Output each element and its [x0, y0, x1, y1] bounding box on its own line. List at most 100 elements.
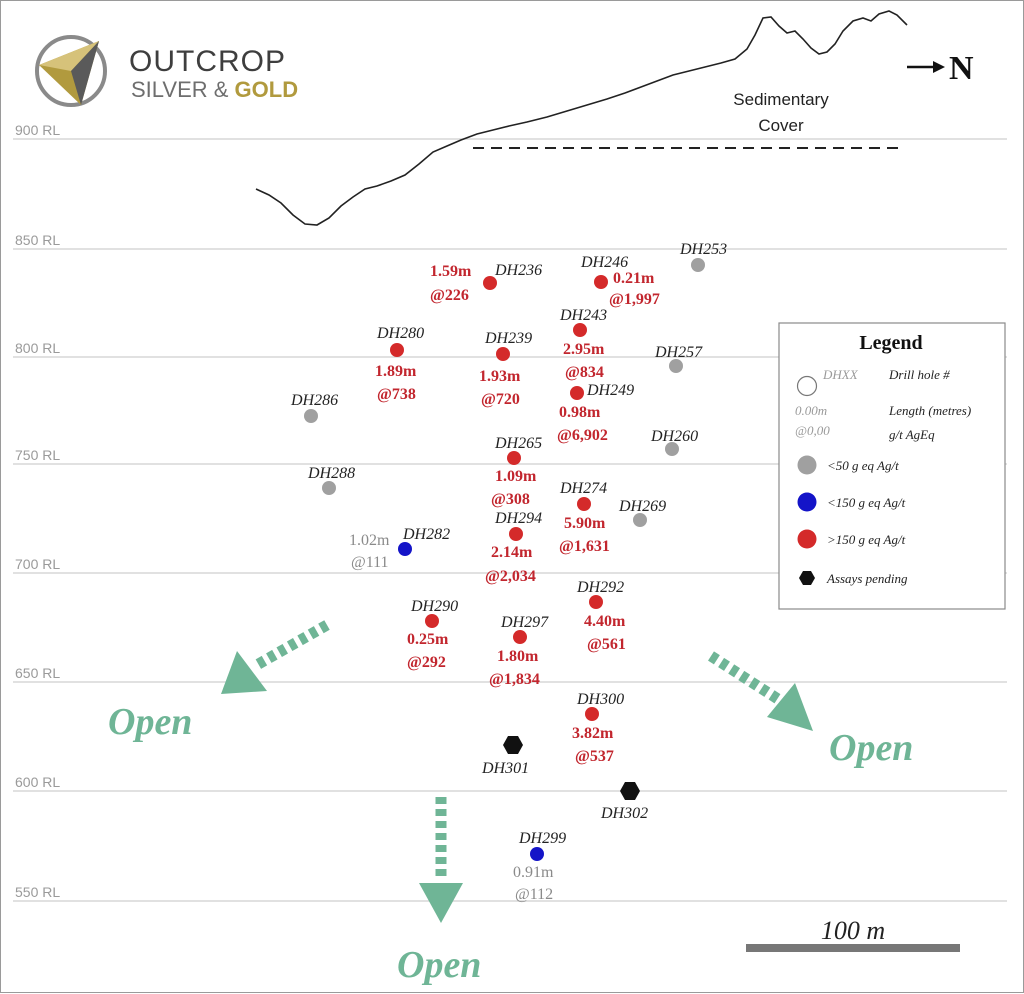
- drill-hole-marker: [589, 595, 603, 609]
- logo-ring: [35, 35, 107, 107]
- drill-hole-marker: [665, 442, 679, 456]
- legend-grade-sample: @0,00: [795, 423, 830, 438]
- drill-hole-length: 3.82m: [572, 725, 614, 742]
- scale-bar-rule: [746, 944, 960, 952]
- drill-hole-DH290: DH290 0.25m @292: [407, 598, 458, 671]
- drill-hole-id: DH280: [376, 325, 424, 342]
- drill-hole-grade: @226: [430, 287, 469, 304]
- drill-hole-DH243: DH243 2.95m @834: [559, 307, 607, 381]
- drill-hole-DH274: DH274 5.90m @1,631: [559, 480, 610, 555]
- legend-length-desc: Length (metres): [888, 403, 971, 418]
- open-arrow-down-head: [419, 883, 463, 923]
- drill-holes: DH236 1.59m @226 DH246 0.21m @1,997 DH25…: [290, 241, 727, 903]
- elevation-grid: 900 RL 850 RL 800 RL 750 RL 700 RL 650 R…: [13, 122, 1007, 902]
- north-label: N: [949, 50, 974, 87]
- company-logo: OUTCROP SILVER & GOLD: [35, 35, 298, 107]
- drill-hole-id: DH249: [586, 382, 634, 399]
- logo-text-outcrop: OUTCROP: [129, 45, 286, 78]
- drill-hole-DH236: DH236 1.59m @226: [430, 262, 542, 304]
- drill-hole-grade: @561: [587, 636, 626, 653]
- rl-label-650: 650 RL: [15, 665, 60, 681]
- legend-gray-dot-icon: [797, 455, 817, 475]
- drill-hole-pending-marker: [503, 736, 523, 754]
- scale-bar: 100 m: [746, 916, 960, 952]
- drill-hole-marker: [585, 707, 599, 721]
- drill-hole-marker: [322, 481, 336, 495]
- open-label-left: Open: [108, 701, 192, 743]
- rl-label-700: 700 RL: [15, 556, 60, 572]
- rl-label-750: 750 RL: [15, 447, 60, 463]
- drill-hole-id: DH257: [654, 344, 703, 361]
- drill-hole-DH288: DH288: [307, 465, 355, 495]
- drill-hole-id: DH265: [494, 435, 542, 452]
- drill-hole-length: 4.40m: [584, 613, 626, 630]
- drill-hole-marker: [594, 275, 608, 289]
- logo-text-gold: GOLD: [235, 77, 299, 102]
- logo-triangle-light: [39, 41, 99, 71]
- drill-hole-marker: [513, 630, 527, 644]
- drill-hole-id: DH236: [494, 262, 542, 279]
- drill-hole-id: DH269: [618, 498, 666, 515]
- drill-hole-id: DH239: [484, 330, 532, 347]
- drill-hole-marker: [573, 323, 587, 337]
- logo-triangle-dark: [71, 41, 99, 105]
- drill-hole-marker: [570, 386, 584, 400]
- drill-hole-DH246: DH246 0.21m @1,997: [580, 254, 660, 308]
- drill-hole-marker: [669, 359, 683, 373]
- open-arrow-left: Open: [108, 620, 330, 743]
- topography-profile: [255, 10, 908, 226]
- drill-hole-id: DH286: [290, 392, 338, 409]
- drill-hole-id: DH246: [580, 254, 628, 271]
- drill-hole-grade: @2,034: [485, 568, 536, 585]
- drill-hole-DH265: DH265 1.09m @308: [491, 435, 542, 508]
- drill-hole-DH300: DH300 3.82m @537: [572, 691, 624, 765]
- drill-hole-length: 1.93m: [479, 368, 521, 385]
- drill-hole-id: DH282: [402, 526, 450, 543]
- north-arrow-head: [933, 61, 945, 73]
- drill-hole-id: DH288: [307, 465, 355, 482]
- open-arrow-left-head: [221, 651, 267, 694]
- drill-hole-DH292: DH292 4.40m @561: [576, 579, 626, 653]
- scale-bar-label: 100 m: [821, 916, 885, 945]
- rl-label-850: 850 RL: [15, 232, 60, 248]
- drill-hole-DH269: DH269: [618, 498, 666, 527]
- drill-hole-grade: @111: [351, 554, 389, 571]
- drill-hole-id: DH243: [559, 307, 607, 324]
- drill-hole-length: 1.02m: [349, 532, 390, 549]
- legend-length-sample: 0.00m: [795, 403, 827, 418]
- logo-text-silver-gold: SILVER & GOLD: [131, 77, 298, 102]
- legend-hole-sample: DHXX: [822, 367, 859, 382]
- north-arrow: N: [907, 50, 974, 87]
- drill-hole-grade: @738: [377, 386, 416, 403]
- drill-hole-DH257: DH257: [654, 344, 703, 373]
- drill-hole-DH280: DH280 1.89m @738: [375, 325, 424, 403]
- rl-label-900: 900 RL: [15, 122, 60, 138]
- drill-hole-marker: [390, 343, 404, 357]
- drill-hole-grade: @308: [491, 491, 530, 508]
- drill-hole-grade: @112: [515, 886, 553, 903]
- drill-hole-marker: [304, 409, 318, 423]
- drill-hole-id: DH301: [481, 760, 529, 777]
- drill-hole-DH253: DH253: [679, 241, 727, 272]
- sedimentary-label-line1: Sedimentary: [733, 90, 829, 109]
- legend-hole-desc: Drill hole #: [888, 367, 950, 382]
- drill-hole-DH260: DH260: [650, 428, 698, 456]
- legend-box: Legend DHXX Drill hole # 0.00m Length (m…: [778, 322, 1006, 610]
- drill-hole-grade: @537: [575, 748, 614, 765]
- drill-hole-DH302: DH302: [600, 782, 648, 822]
- drill-hole-pending-marker: [620, 782, 640, 800]
- legend-frame: [778, 322, 1006, 610]
- drill-hole-id: DH294: [494, 510, 542, 527]
- open-arrow-down: Open: [397, 797, 481, 986]
- drill-hole-length: 2.14m: [491, 544, 533, 561]
- sedimentary-label-line2: Cover: [758, 116, 804, 135]
- drill-hole-id: DH302: [600, 805, 648, 822]
- drill-hole-id: DH292: [576, 579, 624, 596]
- drill-hole-length: 1.59m: [430, 263, 472, 280]
- drill-hole-length: 0.25m: [407, 631, 449, 648]
- legend-class-gray: <50 g eq Ag/t: [827, 458, 899, 473]
- rl-label-800: 800 RL: [15, 340, 60, 356]
- legend-class-blue: <150 g eq Ag/t: [827, 495, 906, 510]
- drill-hole-marker: [577, 497, 591, 511]
